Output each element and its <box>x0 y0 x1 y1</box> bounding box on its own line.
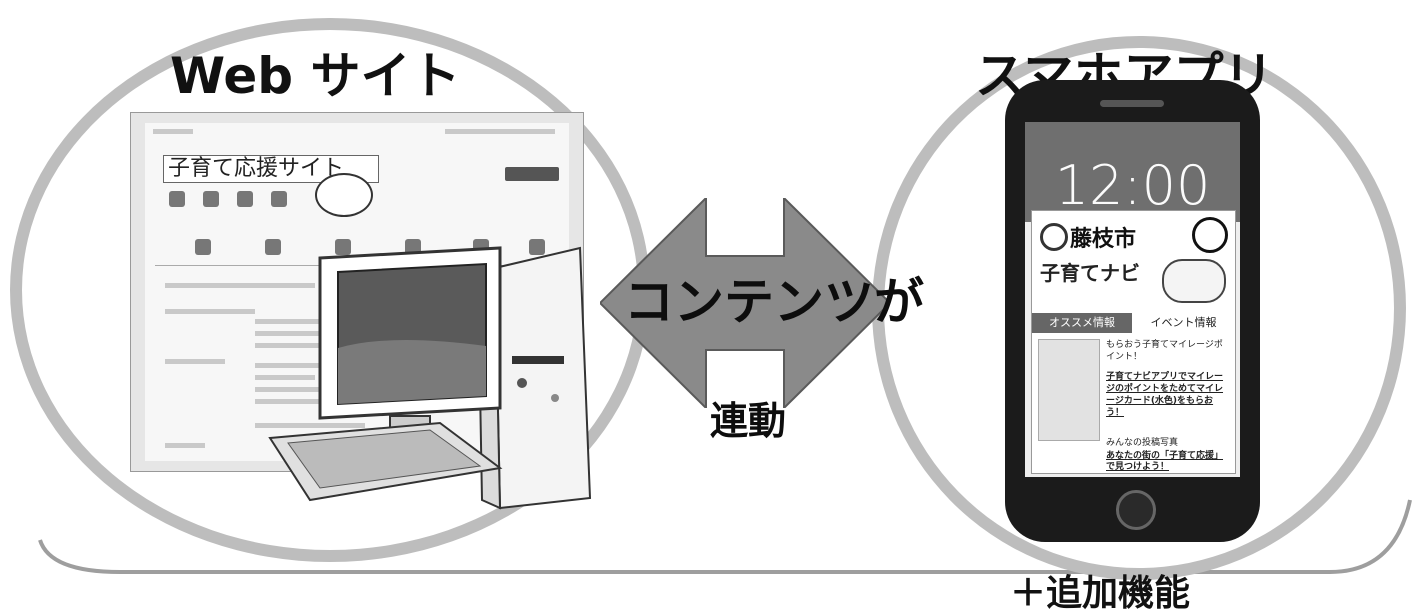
link-label: 連動 <box>710 399 787 443</box>
kids-illustration-icon <box>1162 259 1226 303</box>
content-line <box>255 343 345 348</box>
header-line <box>153 129 193 134</box>
content-line <box>165 443 205 448</box>
nav-icon[interactable] <box>405 239 421 255</box>
content-line <box>255 319 375 324</box>
city-logo-icon <box>1040 223 1068 251</box>
header-controls <box>505 167 559 181</box>
app-name: 子育てナビ <box>1040 261 1140 285</box>
home-icon[interactable] <box>195 239 211 255</box>
double-arrow-icon <box>600 198 890 408</box>
phone-speaker <box>1100 100 1164 107</box>
content-line <box>165 309 255 314</box>
tab-events[interactable]: イベント情報 <box>1132 313 1235 333</box>
lock-screen-clock: 12:00 <box>1054 154 1211 217</box>
app-notification[interactable]: 藤枝市 子育てナビ オススメ情報 イベント情報 もらおう子育てマイレージポイント… <box>1031 210 1236 474</box>
extra-features-label: ＋追加機能 <box>1010 573 1191 614</box>
soccer-ball-icon <box>1192 217 1228 253</box>
list-item[interactable]: みんなの投稿写真 <box>1106 438 1179 448</box>
nav-icon <box>169 191 185 207</box>
nav-icon <box>237 191 253 207</box>
home-button[interactable] <box>1116 490 1156 530</box>
desktop-computer-icon <box>268 246 592 510</box>
nav-icon[interactable] <box>335 239 351 255</box>
site-logo-icons <box>167 187 317 209</box>
list-item[interactable]: 子育てナビアプリでマイレージのポイントをためてマイレージカード(水色)をもらおう… <box>1106 372 1224 418</box>
list-thumbnail <box>1038 339 1100 441</box>
tab-recommended[interactable]: オススメ情報 <box>1032 313 1132 333</box>
content-line <box>255 387 335 392</box>
list-item[interactable]: もらおう子育てマイレージポイント！ <box>1106 340 1223 362</box>
content-line <box>255 363 325 368</box>
content-line <box>165 359 225 364</box>
arrow-label: コンテンツが <box>624 273 924 331</box>
content-line <box>255 423 365 428</box>
header-line <box>445 129 555 134</box>
lock-screen-top <box>1025 122 1240 222</box>
mascot-icon <box>315 173 373 217</box>
content-line <box>255 375 315 380</box>
website-title: Web サイト <box>170 47 461 105</box>
content-line <box>165 283 315 288</box>
content-line <box>255 399 325 404</box>
content-line <box>255 331 365 336</box>
nav-icon <box>271 191 287 207</box>
app-city: 藤枝市 <box>1070 227 1137 252</box>
phone-screen: 12:00 藤枝市 子育てナビ オススメ情報 イベント情報 もらおう子育てマイレ… <box>1025 122 1240 477</box>
nav-icon[interactable] <box>529 239 545 255</box>
nav-icon <box>203 191 219 207</box>
nav-icon[interactable] <box>265 239 281 255</box>
list-item[interactable]: あなたの街の「子育て応援」で見つけよう！ <box>1106 451 1224 472</box>
